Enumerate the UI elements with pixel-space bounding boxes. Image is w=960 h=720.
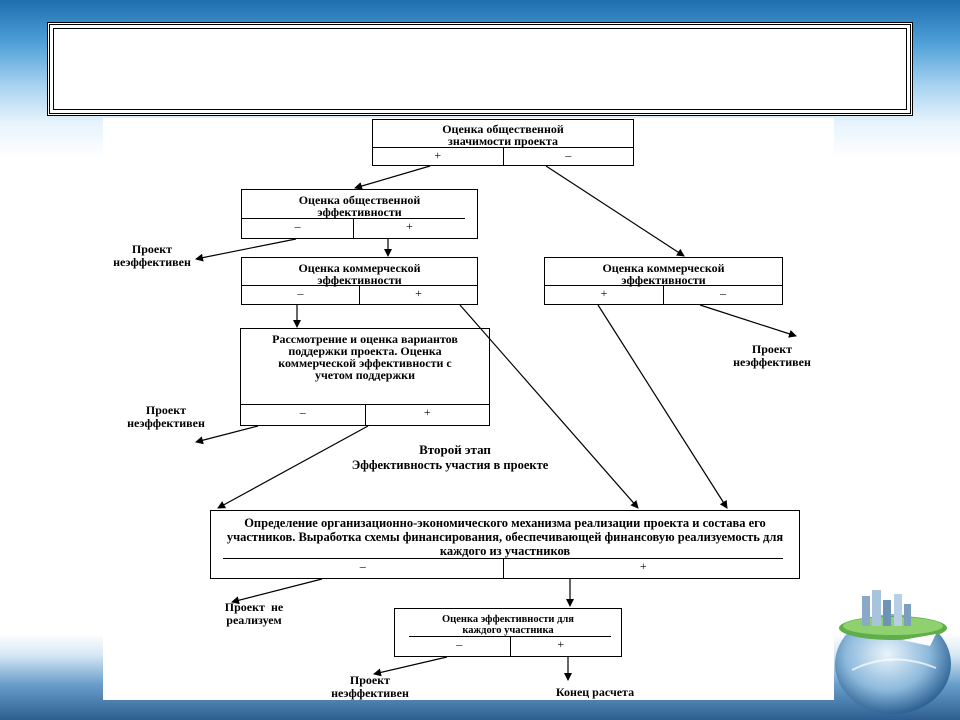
node-commercial-efficiency-left-minus: – bbox=[297, 286, 304, 300]
outcome-ineffective-2: Проект неэффективен bbox=[718, 343, 826, 369]
node-participant-efficiency-minus: – bbox=[456, 637, 463, 651]
outcome-ineffective-1-line2: неэффективен bbox=[113, 255, 191, 269]
outcome-not-feasible-line2: реализуем bbox=[226, 613, 282, 627]
node-participant-efficiency: Оценка эффективности для каждого участни… bbox=[394, 608, 622, 657]
node-mechanism-definition-minus: – bbox=[359, 559, 366, 573]
node-social-efficiency: Оценка общественной эффективности – + bbox=[241, 189, 478, 239]
node-social-significance-minus: – bbox=[502, 148, 634, 165]
node-support-variants-minus: – bbox=[299, 405, 306, 419]
node-commercial-efficiency-left-plus: + bbox=[359, 286, 477, 304]
arrow-significance-minus bbox=[545, 165, 685, 257]
node-mechanism-definition-text: Определение организационно-экономическог… bbox=[226, 516, 784, 558]
outcome-ineffective-3: Проект неэффективен bbox=[112, 404, 220, 430]
stage-title: Второй этап bbox=[419, 442, 491, 457]
stage-subtitle: Эффективность участия в проекте bbox=[351, 458, 549, 472]
arrow-participant-minus bbox=[373, 656, 448, 677]
node-participant-efficiency-text: Оценка эффективности для каждого участни… bbox=[442, 614, 574, 636]
node-social-efficiency-text: Оценка общественной эффективности bbox=[298, 193, 421, 219]
globe-city-logo bbox=[835, 590, 951, 714]
outcome-ineffective-2-line1: Проект bbox=[751, 342, 793, 356]
arrow-social-minus bbox=[195, 238, 297, 262]
node-commercial-efficiency-left-text: Оценка коммерческой эффективности bbox=[298, 261, 421, 287]
node-support-variants-text: Рассмотрение и оценка вариантов поддержк… bbox=[272, 332, 458, 382]
node-participant-efficiency-plus: + bbox=[509, 637, 612, 656]
slide-title bbox=[53, 28, 907, 110]
node-support-variants-plus: + bbox=[364, 405, 490, 425]
arrow-commercial-right-plus bbox=[597, 304, 728, 509]
node-commercial-efficiency-left: Оценка коммерческой эффективности – + bbox=[241, 257, 478, 305]
node-social-efficiency-plus: + bbox=[353, 219, 465, 238]
outcome-ineffective-1-line1: Проект bbox=[131, 242, 173, 256]
node-social-significance-plus: + bbox=[434, 148, 442, 162]
outcome-end: Конец расчета bbox=[555, 685, 635, 699]
outcome-ineffective-4-line1: Проект bbox=[349, 673, 391, 687]
outcome-ineffective-3-line1: Проект bbox=[145, 403, 187, 417]
arrow-support-plus bbox=[217, 425, 369, 509]
node-mechanism-definition: Определение организационно-экономическог… bbox=[210, 510, 800, 579]
node-social-efficiency-minus: – bbox=[294, 219, 301, 233]
outcome-ineffective-1: Проект неэффективен bbox=[98, 243, 206, 269]
node-social-significance: Оценка общественной значимости проекта +… bbox=[372, 119, 634, 166]
slide-title-frame bbox=[47, 22, 913, 116]
node-mechanism-definition-plus: + bbox=[502, 559, 784, 578]
node-commercial-efficiency-right-text: Оценка коммерческой эффективности bbox=[602, 261, 725, 287]
node-support-variants: Рассмотрение и оценка вариантов поддержк… bbox=[240, 328, 490, 426]
node-commercial-efficiency-right-plus: + bbox=[600, 286, 608, 300]
node-social-significance-text: Оценка общественной значимости проекта bbox=[442, 122, 564, 148]
arrow-support-minus bbox=[195, 425, 259, 445]
outcome-ineffective-2-line2: неэффективен bbox=[733, 355, 811, 369]
arrow-commercial-left-plus bbox=[459, 304, 639, 509]
arrow-mechanism-minus bbox=[231, 578, 323, 605]
arrow-commercial-right-minus bbox=[699, 304, 797, 338]
node-commercial-efficiency-right-minus: – bbox=[663, 286, 782, 304]
outcome-ineffective-3-line2: неэффективен bbox=[127, 416, 205, 430]
outcome-ineffective-4: Проект неэффективен bbox=[316, 674, 424, 700]
arrow-significance-plus bbox=[354, 165, 431, 190]
node-commercial-efficiency-right: Оценка коммерческой эффективности + – bbox=[544, 257, 783, 305]
outcome-ineffective-4-line2: неэффективен bbox=[331, 686, 409, 700]
